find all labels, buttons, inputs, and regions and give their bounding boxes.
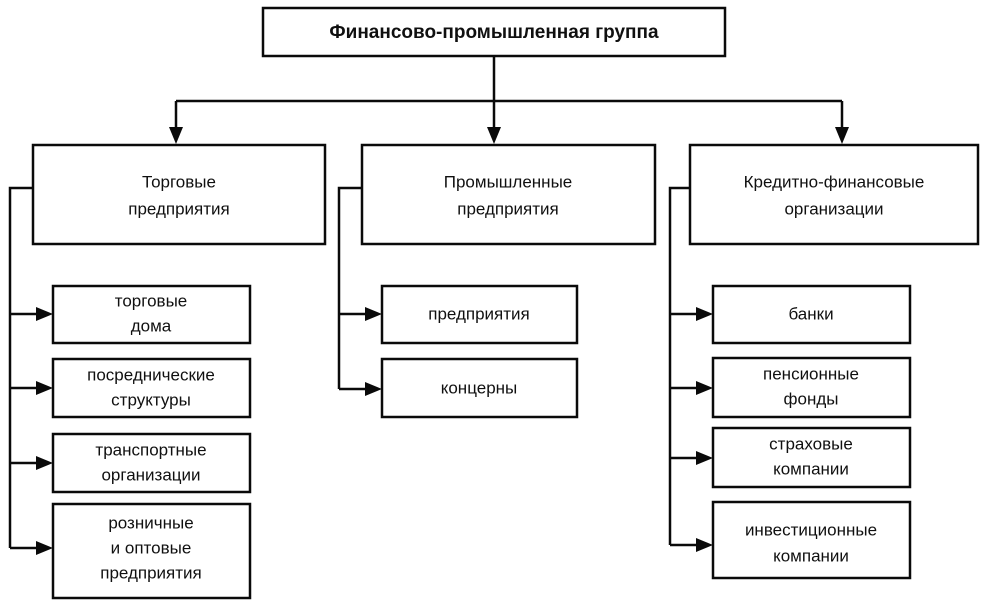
node-industrial-box[interactable] [360,143,657,246]
connector-group-trade [8,186,53,555]
connector-group-root [169,56,849,144]
node-financial-4-label-line2: компании [773,546,849,565]
node-trade-2-label-line1: посреднические [87,365,215,384]
node-financial-4[interactable]: инвестиционные компании [711,500,912,580]
node-trade-3[interactable]: транспортные организации [51,432,252,494]
connector-group-financial [668,186,713,552]
node-trade-4-label-line3: предприятия [100,563,202,582]
node-financial-2-box[interactable] [711,356,912,419]
node-financial-1-box[interactable] [711,284,912,345]
connector-group-industrial [337,186,382,396]
node-industrial-label-line2: предприятия [457,199,559,218]
node-industrial-2-label: концерны [441,378,518,397]
node-root-box[interactable] [261,6,727,58]
node-financial-box[interactable] [688,143,980,246]
node-financial-4-label-line1: инвестиционные [745,520,877,539]
connector-trade-trunk [8,186,33,548]
node-trade-4-box[interactable] [51,502,252,600]
node-industrial-label-line1: Промышленные [444,172,573,191]
node-industrial-1-label: предприятия [428,304,530,323]
node-trade-4[interactable]: розничные и оптовые предприятия [51,502,252,600]
arrowhead-to-financial [835,127,849,144]
arrowhead-financial-1 [696,307,713,321]
arrowhead-financial-4 [696,538,713,552]
node-trade-3-label-line1: транспортные [95,440,206,459]
node-financial-2[interactable]: пенсионные фонды [711,356,912,419]
node-financial-3-box[interactable] [711,426,912,489]
node-financial-1-label: банки [788,304,833,323]
node-industrial[interactable]: Промышленные предприятия [360,143,657,246]
arrowhead-trade-1 [36,307,53,321]
node-trade-1-box[interactable] [51,284,252,345]
connector-industrial-trunk [337,186,362,389]
node-financial-3-label-line2: компании [773,459,849,478]
arrowhead-financial-2 [696,381,713,395]
arrowhead-industrial-1 [365,307,382,321]
node-financial-label-line2: организации [784,199,883,218]
arrowhead-trade-3 [36,456,53,470]
node-trade-3-label-line2: организации [101,465,200,484]
node-trade-4-label-line2: и оптовые [111,538,192,557]
arrowhead-to-trade [169,127,183,144]
node-trade-label-line1: Торговые [142,172,216,191]
arrowhead-trade-2 [36,381,53,395]
node-trade-3-box[interactable] [51,432,252,494]
node-trade-2[interactable]: посреднические структуры [51,357,252,419]
arrowhead-financial-3 [696,451,713,465]
node-financial[interactable]: Кредитно-финансовые организации [688,143,980,246]
node-trade-2-label-line2: структуры [111,390,191,409]
node-trade-1-label-line2: дома [131,316,172,335]
node-financial-2-label-line1: пенсионные [763,364,859,383]
node-trade-4-label-line1: розничные [108,513,193,532]
arrowhead-to-industrial [487,127,501,144]
arrowhead-trade-4 [36,541,53,555]
node-trade-1-label-line1: торговые [115,291,188,310]
node-industrial-1-box[interactable] [380,284,579,345]
node-industrial-1[interactable]: предприятия [380,284,579,345]
node-root[interactable]: Финансово-промышленная группа [261,6,727,58]
connector-financial-trunk [668,186,690,545]
node-trade-label-line2: предприятия [128,199,230,218]
node-industrial-2[interactable]: концерны [380,357,579,419]
arrowhead-industrial-2 [365,382,382,396]
node-trade-1[interactable]: торговые дома [51,284,252,345]
node-financial-3[interactable]: страховые компании [711,426,912,489]
node-financial-4-box[interactable] [711,500,912,580]
node-financial-label-line1: Кредитно-финансовые [744,172,925,191]
node-trade-box[interactable] [31,143,327,246]
node-financial-3-label-line1: страховые [769,434,853,453]
node-trade[interactable]: Торговые предприятия [31,143,327,246]
node-trade-2-box[interactable] [51,357,252,419]
node-root-label: Финансово-промышленная группа [329,22,659,43]
node-financial-2-label-line2: фонды [784,389,839,408]
node-financial-1[interactable]: банки [711,284,912,345]
node-industrial-2-box[interactable] [380,357,579,419]
